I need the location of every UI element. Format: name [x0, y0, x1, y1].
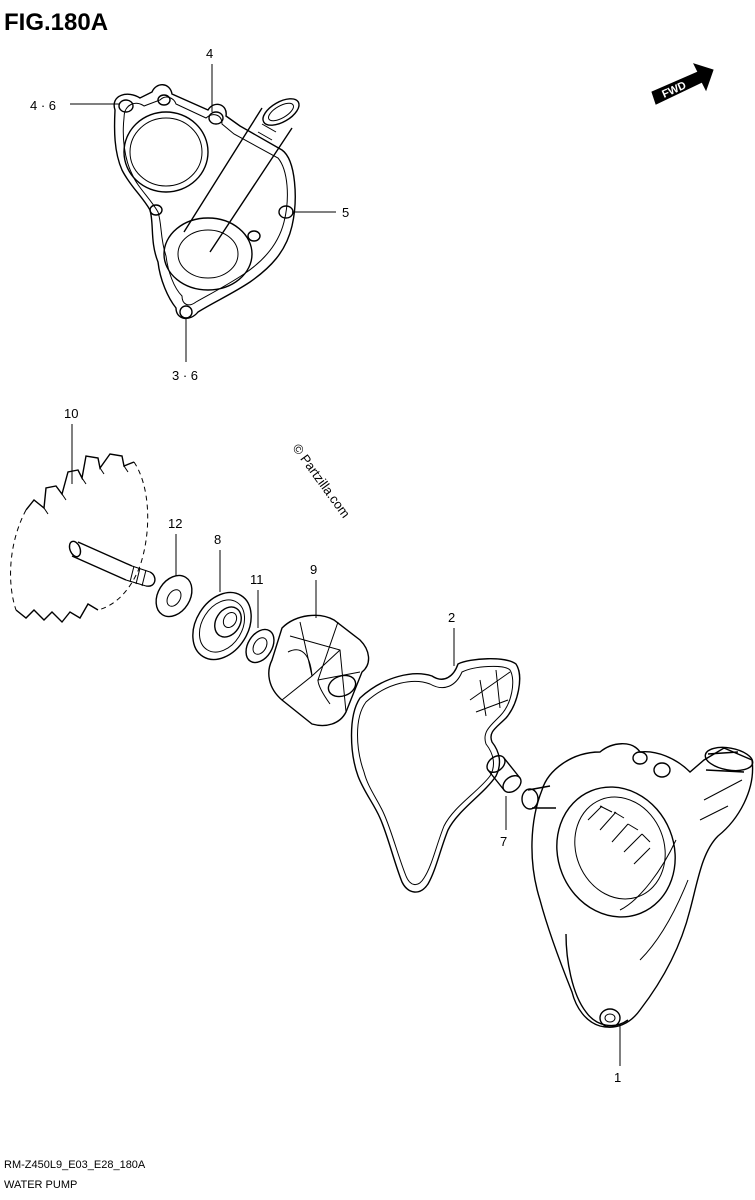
dowel-pin-7	[486, 755, 522, 793]
figure-title: FIG.180A	[4, 9, 108, 36]
callout-2: 2	[448, 610, 455, 625]
callout-7: 7	[500, 834, 507, 849]
impeller-9	[268, 614, 370, 727]
forward-label: FWD	[660, 80, 688, 101]
forward-arrow-icon: FWD	[651, 63, 714, 105]
diagram-caption: WATER PUMP	[4, 1179, 77, 1191]
callout-5: 5	[342, 205, 349, 220]
callout-4: 4	[206, 46, 213, 61]
callout-3-6: 3 · 6	[172, 368, 198, 383]
callout-1: 1	[614, 1070, 621, 1085]
diagram-code: RM-Z450L9_E03_E28_180A	[4, 1159, 146, 1171]
callout-9: 9	[310, 562, 317, 577]
watermark: © Partzilla.com	[290, 441, 354, 521]
gasket-2	[350, 658, 521, 893]
callout-10: 10	[64, 406, 78, 421]
washer-11	[245, 628, 275, 664]
callout-11: 11	[250, 572, 264, 587]
water-pump-body	[521, 743, 754, 1028]
callout-12: 12	[168, 516, 182, 531]
washer-12	[155, 574, 193, 618]
oil-seal-8	[192, 591, 252, 661]
water-pump-cover	[113, 84, 300, 319]
callout-8: 8	[214, 532, 221, 547]
callout-4-6: 4 · 6	[30, 98, 56, 113]
pump-drive-gear	[10, 453, 156, 624]
